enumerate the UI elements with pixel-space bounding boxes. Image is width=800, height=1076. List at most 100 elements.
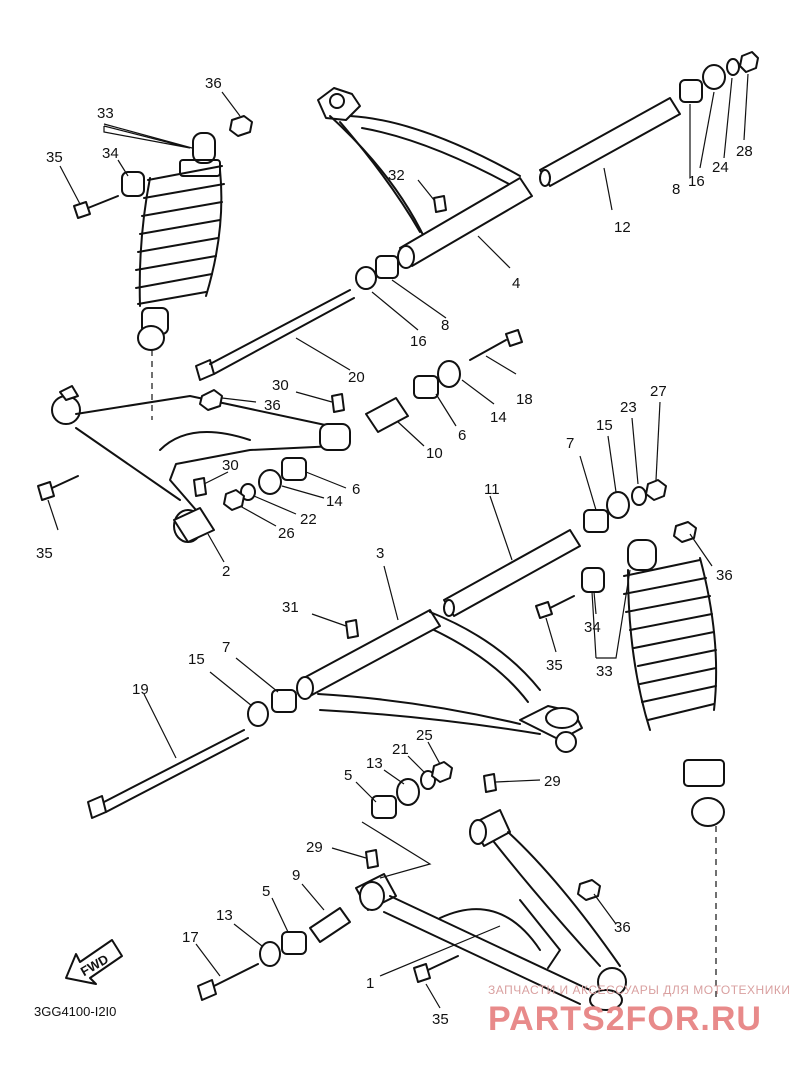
washer-13a — [396, 778, 420, 806]
nut-36c — [673, 521, 697, 543]
callout-31: 31 — [282, 599, 299, 616]
washer-23 — [631, 486, 647, 506]
shock-absorber-left — [135, 132, 225, 351]
grease-nipple-31 — [345, 619, 359, 639]
callout-35a: 35 — [46, 149, 63, 166]
callout-18: 18 — [516, 391, 533, 408]
callout-19: 19 — [132, 681, 149, 698]
callout-23: 23 — [620, 399, 637, 416]
callout-26: 26 — [278, 525, 295, 542]
bushing-8a — [679, 79, 703, 103]
bushing-5a — [371, 795, 397, 819]
collar-10 — [365, 397, 409, 433]
callout-15b: 15 — [188, 651, 205, 668]
bushing-7a — [583, 509, 609, 533]
washer-16a — [702, 64, 726, 90]
callout-21: 21 — [392, 741, 409, 758]
washer-15b — [247, 701, 269, 727]
drawing-code: 3GG4100-I2I0 — [34, 1004, 116, 1019]
callout-36c: 36 — [716, 567, 733, 584]
callout-5a: 5 — [344, 767, 352, 784]
callout-14a: 14 — [490, 409, 507, 426]
callout-35b: 35 — [36, 545, 53, 562]
bolt-35b — [37, 475, 79, 501]
lower-arm-1 — [355, 809, 627, 1011]
callout-7a: 7 — [566, 435, 574, 452]
callout-10: 10 — [426, 445, 443, 462]
washer-15a — [606, 491, 630, 519]
grease-nipple-29b — [365, 849, 379, 869]
callout-35c: 35 — [546, 657, 563, 674]
nut-26 — [223, 489, 245, 511]
callout-33a: 33 — [97, 105, 114, 122]
callout-34b: 34 — [584, 619, 601, 636]
callout-11: 11 — [484, 481, 500, 498]
callout-34a: 34 — [102, 145, 119, 162]
callout-25: 25 — [416, 727, 433, 744]
watermark-small-text: ЗАПЧАСТИ И АКСЕССУАРЫ ДЛЯ МОТОТЕХНИКИ — [488, 983, 790, 997]
callout-29b: 29 — [306, 839, 323, 856]
callout-32: 32 — [388, 167, 405, 184]
callout-36d: 36 — [614, 919, 631, 936]
bolt-20 — [195, 289, 355, 381]
callout-16b: 16 — [410, 333, 427, 350]
callout-labels: 36 33 34 35 32 8 16 24 28 12 4 16 8 20 1… — [36, 75, 753, 1028]
callout-22: 22 — [300, 511, 317, 528]
nut-36a — [229, 115, 253, 137]
shock-absorber-right — [623, 539, 725, 827]
callout-13b: 13 — [216, 907, 233, 924]
callout-6a: 6 — [458, 427, 466, 444]
callout-33b: 33 — [596, 663, 613, 680]
grease-nipple-30b — [193, 477, 207, 497]
shaft-12 — [539, 97, 681, 187]
washer-14a — [437, 360, 461, 388]
fwd-arrow: FWD — [65, 939, 123, 985]
callout-8a: 8 — [672, 181, 680, 198]
nut-28 — [739, 51, 759, 73]
washer-14b — [258, 469, 282, 495]
callout-16a: 16 — [688, 173, 705, 190]
bolt-17 — [197, 963, 259, 1001]
grease-nipple-29a — [483, 773, 497, 793]
bushing-7b — [271, 689, 297, 713]
leader-lines — [47, 73, 749, 1009]
callout-5b: 5 — [262, 883, 270, 900]
bushing-6b — [281, 457, 307, 481]
bolt-35a — [73, 195, 119, 219]
callout-27: 27 — [650, 383, 667, 400]
watermark-logo-text: PARTS2FOR.RU — [488, 1000, 762, 1038]
callout-36a: 36 — [205, 75, 222, 92]
washer-16b — [355, 266, 377, 290]
collar-9 — [309, 907, 351, 943]
callout-6b: 6 — [352, 481, 360, 498]
upper-arm-3 — [296, 609, 583, 753]
callout-12: 12 — [614, 219, 631, 236]
callout-8b: 8 — [441, 317, 449, 334]
callout-9: 9 — [292, 867, 300, 884]
bushing-6a — [413, 375, 439, 399]
callout-28: 28 — [736, 143, 753, 160]
washer-24 — [726, 58, 740, 76]
callout-4: 4 — [512, 275, 520, 292]
callout-15a: 15 — [596, 417, 613, 434]
grease-nipple-30a — [331, 393, 345, 413]
callout-2: 2 — [222, 563, 230, 580]
callout-30a: 30 — [272, 377, 289, 394]
bolt-18 — [469, 329, 523, 361]
washer-13b — [259, 941, 281, 967]
callout-7b: 7 — [222, 639, 230, 656]
callout-1: 1 — [366, 975, 374, 992]
shaft-11 — [443, 529, 581, 617]
watermark: ЗАПЧАСТИ И АКСЕССУАРЫ ДЛЯ МОТОТЕХНИКИ PA… — [488, 983, 790, 1038]
callout-35d: 35 — [432, 1011, 449, 1028]
nut-27 — [645, 479, 667, 501]
callout-20: 20 — [348, 369, 365, 386]
callout-3: 3 — [376, 545, 384, 562]
upper-arm-4 — [317, 87, 533, 269]
grease-nipple-32 — [433, 195, 447, 213]
bushing-8b — [375, 255, 399, 279]
callout-24: 24 — [712, 159, 729, 176]
bolt-35d — [413, 955, 459, 983]
callout-13a: 13 — [366, 755, 383, 772]
